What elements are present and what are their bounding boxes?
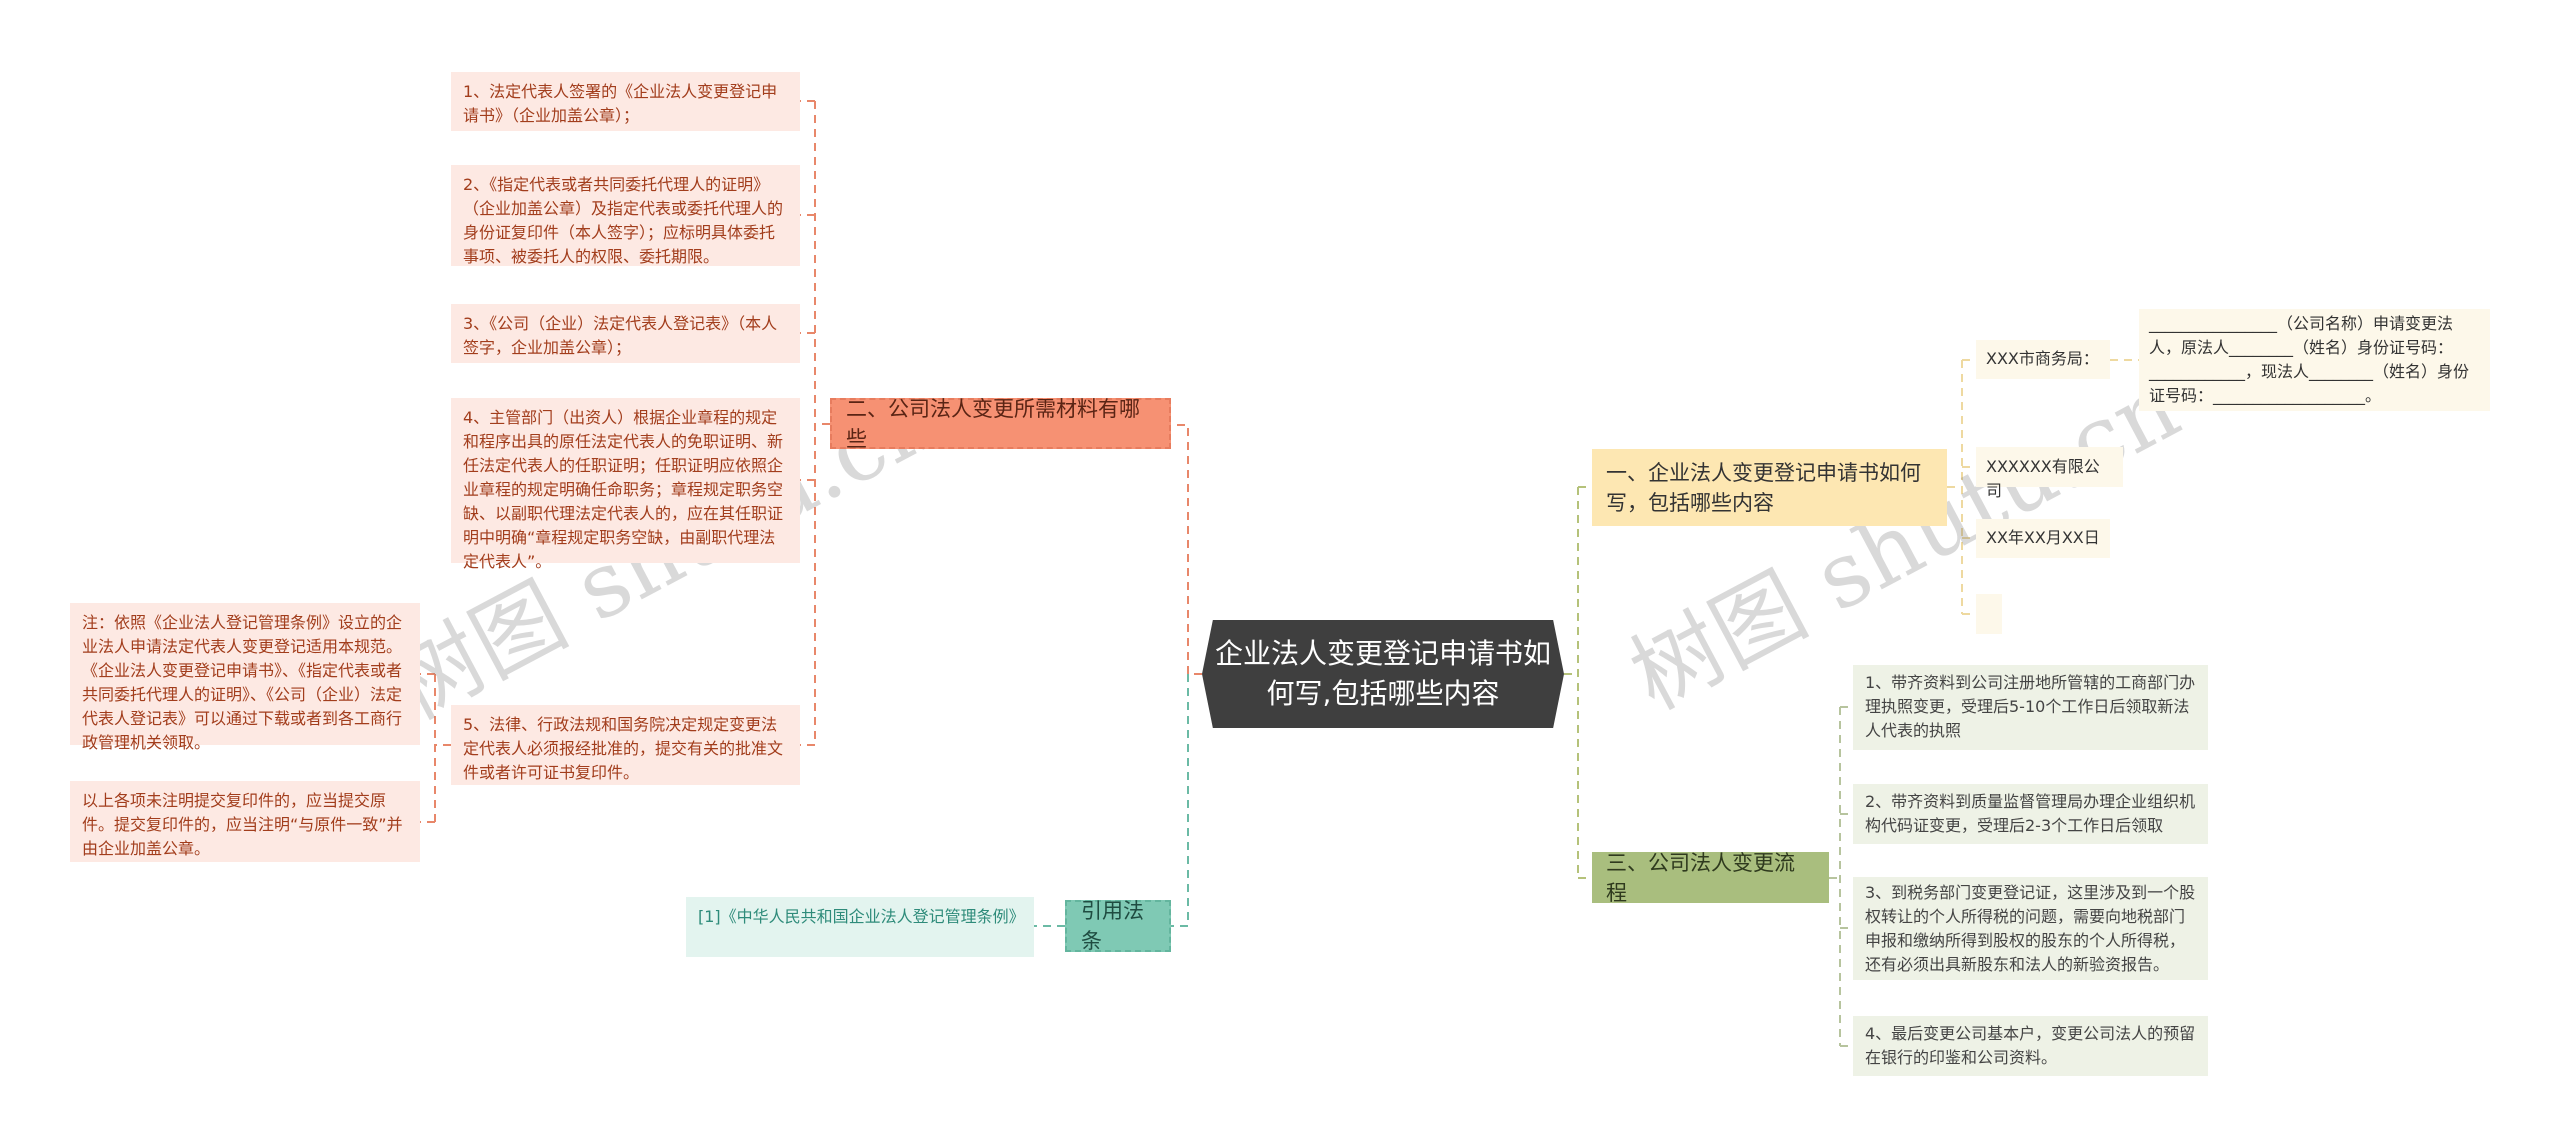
process-step[interactable]: 2、带齐资料到质量监督管理局办理企业组织机构代码证变更，受理后2-3个工作日后领… <box>1853 784 2208 844</box>
form-item-empty[interactable] <box>1976 594 2002 634</box>
branch-process[interactable]: 三、公司法人变更流程 <box>1592 851 1829 905</box>
material-note[interactable]: 以上各项未注明提交复印件的，应当提交原件。提交复印件的，应当注明“与原件一致”并… <box>70 781 420 862</box>
branch-form[interactable]: 一、企业法人变更登记申请书如何写，包括哪些内容 <box>1592 449 1947 526</box>
central-topic-label: 企业法人变更登记申请书如何写,包括哪些内容 <box>1214 637 1551 710</box>
material-item[interactable]: 2、《指定代表或者共同委托代理人的证明》（企业加盖公章）及指定代表或委托代理人的… <box>451 165 800 266</box>
form-item-date[interactable]: XX年XX月XX日 <box>1976 519 2110 558</box>
branch-materials-label: 二、公司法人变更所需材料有哪些 <box>846 396 1140 451</box>
material-item[interactable]: 5、法律、行政法规和国务院决定规定变更法定代表人必须报经批准的，提交有关的批准文… <box>451 705 800 785</box>
material-item[interactable]: 1、法定代表人签署的《企业法人变更登记申请书》（企业加盖公章）； <box>451 72 800 131</box>
branch-citation[interactable]: 引用法条 <box>1065 899 1171 953</box>
material-item[interactable]: 3、《公司（企业）法定代表人登记表》（本人签字，企业加盖公章）； <box>451 304 800 363</box>
branch-process-label: 三、公司法人变更流程 <box>1606 850 1795 905</box>
form-item-recipient[interactable]: XXX市商务局： <box>1976 340 2110 379</box>
material-item[interactable]: 4、主管部门（出资人）根据企业章程的规定和程序出具的原任法定代表人的免职证明、新… <box>451 398 800 571</box>
branch-materials[interactable]: 二、公司法人变更所需材料有哪些 <box>830 397 1171 451</box>
material-note[interactable]: 注：依照《企业法人登记管理条例》设立的企业法人申请法定代表人变更登记适用本规范。… <box>70 603 420 752</box>
citation-item[interactable]: [1]《中华人民共和国企业法人登记管理条例》 <box>686 897 1034 957</box>
branch-citation-label: 引用法条 <box>1081 899 1144 953</box>
branch-form-label: 一、企业法人变更登记申请书如何写，包括哪些内容 <box>1606 460 1921 515</box>
form-item-company[interactable]: XXXXXX有限公司 <box>1976 447 2123 500</box>
process-step[interactable]: 4、最后变更公司基本户，变更公司法人的预留在银行的印鉴和公司资料。 <box>1853 1016 2208 1076</box>
form-body-text[interactable]: ________________（公司名称）申请变更法人，原法人________… <box>2139 309 2490 411</box>
process-step[interactable]: 3、到税务部门变更登记证，这里涉及到一个股权转让的个人所得税的问题，需要向地税部… <box>1853 877 2208 980</box>
central-topic[interactable]: 企业法人变更登记申请书如何写,包括哪些内容 <box>1202 620 1564 728</box>
process-step[interactable]: 1、带齐资料到公司注册地所管辖的工商部门办理执照变更，受理后5-10个工作日后领… <box>1853 665 2208 750</box>
